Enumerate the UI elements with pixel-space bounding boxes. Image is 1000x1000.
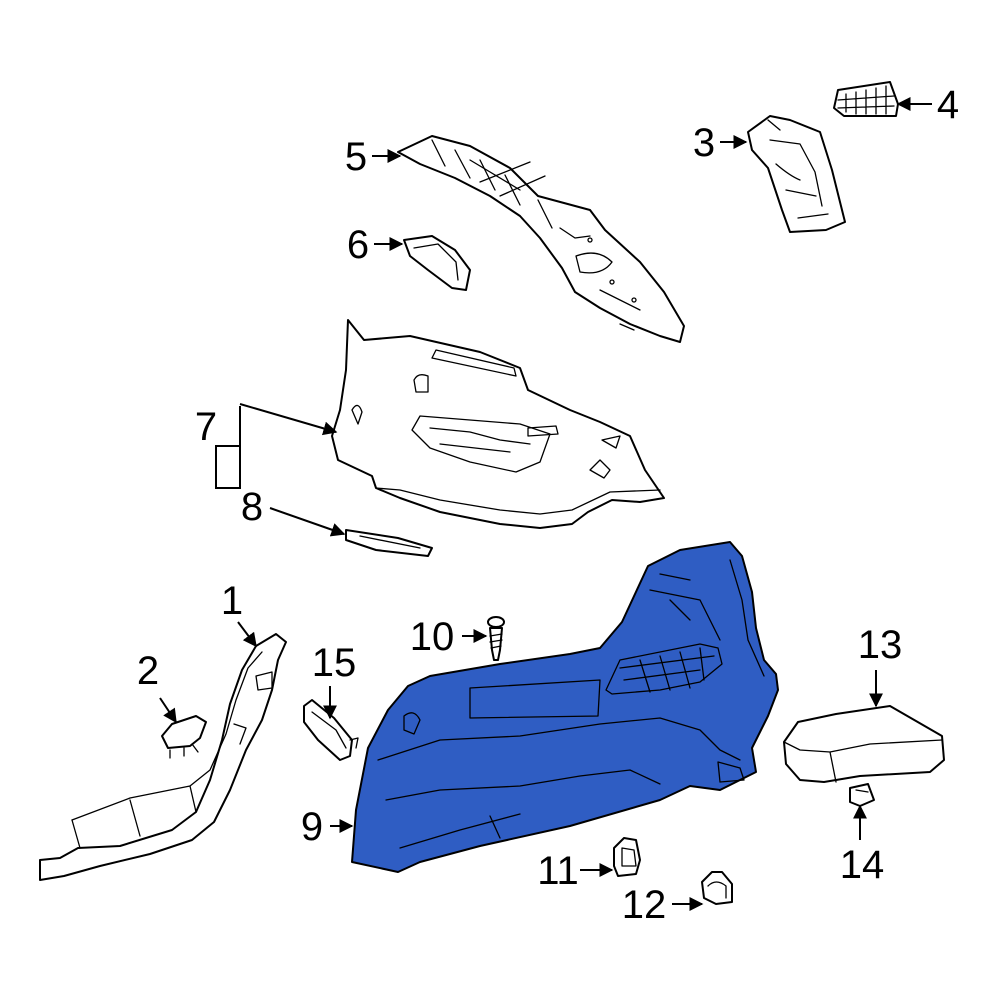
part-6-cover[interactable] — [403, 235, 471, 291]
part-9-side-trim-panel-highlighted[interactable] — [351, 541, 779, 873]
part-10-screw[interactable] — [487, 616, 505, 661]
leader-1 — [237, 621, 257, 648]
part-12-clip[interactable] — [701, 871, 733, 905]
part-3-pillar-trim[interactable] — [747, 115, 846, 233]
leader-lines — [159, 97, 932, 911]
callout-2: 2 — [137, 649, 159, 693]
leader-2 — [159, 697, 177, 724]
part-14-clip[interactable] — [849, 783, 875, 807]
part-7-quarter-trim-panel[interactable] — [331, 319, 665, 529]
callout-12: 12 — [622, 883, 667, 927]
callout-10: 10 — [410, 615, 455, 659]
part-15-cover[interactable] — [303, 699, 359, 761]
callout-3: 3 — [693, 121, 715, 165]
callout-13: 13 — [858, 623, 903, 667]
part-2-clip[interactable] — [161, 715, 207, 759]
callout-1: 1 — [221, 579, 243, 623]
leader-8 — [269, 507, 346, 537]
callout-5: 5 — [345, 135, 367, 179]
part-8-trim-strip[interactable] — [345, 529, 433, 557]
callout-6: 6 — [347, 223, 369, 267]
part-5-upper-quarter-trim[interactable] — [397, 135, 685, 343]
callout-14: 14 — [840, 843, 885, 887]
callout-15: 15 — [312, 641, 357, 685]
callout-11: 11 — [537, 849, 579, 893]
part-13-cover[interactable] — [783, 705, 945, 783]
callout-7: 7 — [195, 405, 217, 449]
callout-8: 8 — [241, 485, 263, 529]
callout-4: 4 — [937, 83, 959, 127]
callout-9: 9 — [301, 805, 323, 849]
leader-7 — [239, 403, 338, 436]
bracket-7-8 — [215, 406, 241, 489]
part-4-vent-grille[interactable] — [833, 81, 899, 117]
part-1-pillar-trim[interactable] — [39, 633, 287, 881]
callout-labels: 1 2 3 4 5 6 7 8 9 10 11 12 13 14 15 — [137, 83, 959, 927]
part-11-clip[interactable] — [613, 837, 641, 877]
